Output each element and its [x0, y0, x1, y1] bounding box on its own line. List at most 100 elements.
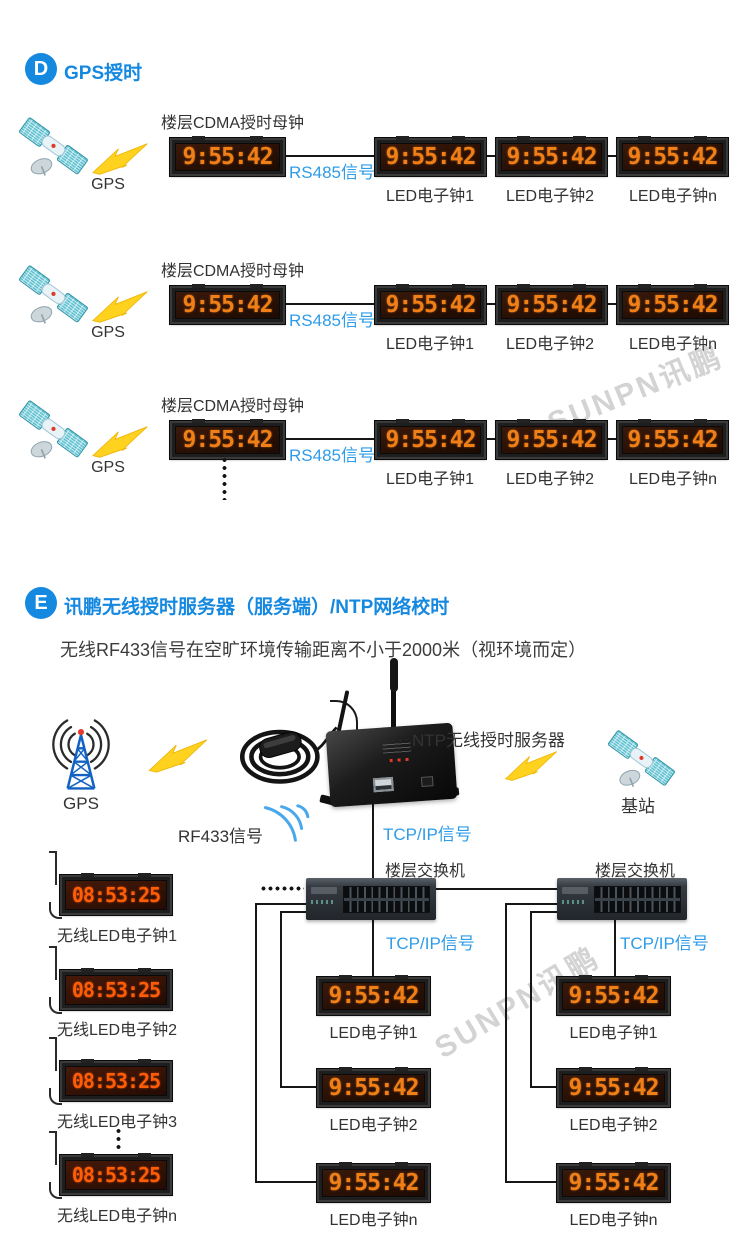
antenna-icon: [49, 1037, 57, 1071]
wired-clock-n-label: LED电子钟n: [329, 1212, 418, 1229]
led-clock-display: 9:55:42: [322, 1074, 425, 1102]
led-clock-display: 9:55:42: [501, 426, 602, 454]
led-clock-n-label: LED电子钟n: [628, 336, 718, 353]
led-clock-n-label: LED电子钟n: [628, 471, 718, 488]
antenna-icon: [49, 946, 57, 980]
led-clock-time: 9:55:42: [506, 144, 598, 170]
section-e-badge: E: [25, 587, 57, 619]
led-clock-n-label: LED电子钟n: [628, 188, 718, 205]
led-clock-display: 08:53:25: [65, 1160, 167, 1190]
led-clock-time: 08:53:25: [71, 1163, 161, 1187]
wired-clock-n: 9:55:42: [317, 1162, 430, 1202]
master-clock-time: 9:55:42: [182, 144, 274, 170]
branch-line: [280, 911, 308, 913]
master-clock-label: 楼层CDMA授时母钟: [160, 263, 305, 280]
gps-label: GPS: [91, 459, 125, 476]
wired-clock-2: 9:55:42: [317, 1067, 430, 1107]
led-clock-time: 9:55:42: [328, 1170, 420, 1196]
wireless-clock-n: 08:53:25: [49, 1131, 172, 1199]
led-clock-display: 08:53:25: [65, 1066, 167, 1096]
master-clock: 9:55:42: [170, 284, 285, 324]
switch-link-line: [436, 888, 558, 890]
led-clock-display: 9:55:42: [322, 982, 425, 1010]
led-clock-display: 9:55:42: [622, 426, 723, 454]
master-clock-time: 9:55:42: [182, 292, 274, 318]
base-station-label: 基站: [621, 797, 655, 816]
master-clock: 9:55:42: [170, 419, 285, 459]
switch-brand: [562, 887, 588, 894]
master-clock-label: 楼层CDMA授时母钟: [160, 115, 305, 132]
led-clock-2-label: LED电子钟2: [505, 188, 595, 205]
wireless-clock-3-label: 无线LED电子钟3: [56, 1114, 178, 1131]
section-d-badge: D: [25, 53, 57, 85]
led-clock-display: 9:55:42: [380, 143, 481, 171]
tcpip-line: [372, 803, 374, 880]
led-clock-time: 9:55:42: [385, 427, 477, 453]
rs485-signal-label: RS485信号: [289, 163, 375, 182]
switch-leds: [311, 900, 333, 904]
ntp-server-label: NTP无线授时服务器: [412, 731, 565, 750]
lightning-icon: [92, 143, 148, 175]
branch-line: [530, 911, 532, 1088]
led-clock-display: 9:55:42: [380, 291, 481, 319]
antenna-icon: [49, 1131, 57, 1165]
led-clock-2: 9:55:42: [496, 136, 607, 176]
led-clock-time: 08:53:25: [71, 978, 161, 1002]
led-clock-time: 9:55:42: [385, 292, 477, 318]
led-clock-1: 9:55:42: [375, 284, 486, 324]
wired-clock-2: 9:55:42: [557, 1067, 670, 1107]
led-clock-display: 08:53:25: [65, 975, 167, 1005]
wired-clock-n-label: LED电子钟n: [569, 1212, 658, 1229]
led-clock-time: 9:55:42: [627, 144, 719, 170]
branch-line: [255, 1181, 317, 1183]
tcpip-signal-label: TCP/IP信号: [383, 825, 472, 844]
rf-waves-icon: [263, 804, 310, 842]
led-clock-time: 9:55:42: [385, 144, 477, 170]
wireless-clock-1: 08:53:25: [49, 851, 172, 919]
led-clock-display: 9:55:42: [622, 291, 723, 319]
led-clock-time: 9:55:42: [328, 1075, 420, 1101]
master-clock-time: 9:55:42: [182, 427, 274, 453]
wireless-clock-3: 08:53:25: [49, 1037, 172, 1105]
branch-line: [505, 903, 558, 905]
gps-timing-row-2: GPS 楼层CDMA授时母钟 9:55:42 RS485信号 9:55:42 9…: [0, 248, 750, 378]
wired-clock-1: 9:55:42: [317, 975, 430, 1015]
network-switch-2: [557, 878, 687, 920]
satellite-icon: [18, 264, 89, 329]
master-clock-display: 9:55:42: [175, 426, 280, 454]
led-clock-1-label: LED电子钟1: [385, 471, 475, 488]
master-clock-display: 9:55:42: [175, 291, 280, 319]
device-leds: [389, 757, 410, 763]
branch-line: [505, 903, 507, 1183]
more-masters-dots: [222, 456, 227, 500]
branch-line: [505, 1181, 558, 1183]
rs485-signal-label: RS485信号: [289, 311, 375, 330]
gps-label: GPS: [63, 794, 99, 813]
branch-line: [255, 903, 257, 1183]
more-clocks-dots: [116, 1127, 121, 1151]
led-clock-1: 9:55:42: [375, 419, 486, 459]
master-clock-label: 楼层CDMA授时母钟: [160, 398, 305, 415]
wired-clock-2-label: LED电子钟2: [329, 1117, 418, 1134]
wireless-clock-1-label: 无线LED电子钟1: [56, 928, 178, 945]
satellite-icon: [18, 399, 89, 464]
led-clock-2: 9:55:42: [496, 284, 607, 324]
gps-label: GPS: [91, 176, 125, 193]
gps-tower-icon: [52, 719, 110, 790]
led-clock-display: 9:55:42: [562, 1074, 665, 1102]
led-clock-display: 9:55:42: [562, 982, 665, 1010]
section-e-subtitle: 无线RF433信号在空旷环境传输距离不小于2000米（视环境而定）: [60, 640, 587, 660]
lightning-icon: [505, 751, 558, 781]
section-e-title: 讯鹏无线授时服务器（服务端）/NTP网络校时: [64, 597, 450, 618]
gps-timing-row-3: GPS 楼层CDMA授时母钟 9:55:42 RS485信号 9:55:42 9…: [0, 383, 750, 513]
switch-leds: [562, 900, 584, 904]
floor-switch-label: 楼层交换机: [594, 863, 675, 880]
wired-clock-n: 9:55:42: [557, 1162, 670, 1202]
antenna-icon: [391, 660, 396, 732]
master-clock-display: 9:55:42: [175, 143, 280, 171]
switch-brand: [311, 887, 337, 894]
gps-label: GPS: [91, 324, 125, 341]
tcpip-signal-label: TCP/IP信号: [620, 934, 709, 953]
more-switches-dots: [260, 886, 304, 891]
